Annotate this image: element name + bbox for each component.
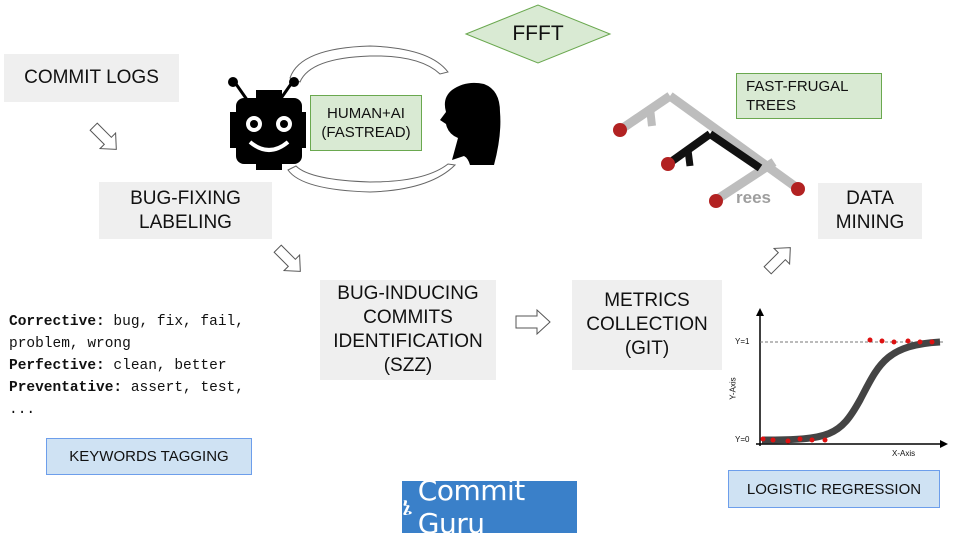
- fast-frugal-trees-logo: [613, 92, 805, 208]
- fast-frugal-trees-box: FAST-FRUGAL TREES: [736, 73, 882, 119]
- arrow-regression-to-mining: [763, 247, 791, 275]
- data-points: [760, 337, 935, 444]
- keyword-line-ellipsis: ...: [9, 402, 36, 418]
- keyword-line-preventative: Preventative: assert, test,: [9, 380, 244, 396]
- data-mining-box: DATA MINING: [818, 183, 922, 239]
- commit-guru-logo: ኔ Commit Guru: [402, 474, 577, 540]
- bug-inducing-szz-box: BUG-INDUCING COMMITS IDENTIFICATION (SZZ…: [320, 280, 496, 380]
- arrow-labeling-to-szz: [273, 244, 301, 272]
- loop-arrow-top: [289, 45, 449, 83]
- sigmoid-curve: [761, 338, 941, 444]
- keyword-line-corrective-cont: problem, wrong: [9, 336, 131, 352]
- loop-arrow-bottom: [287, 163, 457, 193]
- keywords-list: Corrective: bug, fix, fail, problem, wro…: [9, 311, 309, 421]
- ffft-diamond: [464, 4, 612, 64]
- metrics-collection-box: METRICS COLLECTION (GIT): [572, 280, 722, 370]
- bug-fixing-labeling-box: BUG-FIXING LABELING: [99, 182, 272, 239]
- commit-guru-text: Commit Guru: [417, 474, 526, 540]
- logistic-regression-box: LOGISTIC REGRESSION: [728, 470, 940, 508]
- keyword-line-perfective: Perfective: clean, better: [9, 358, 227, 374]
- x-axis-label: X-Axis: [892, 449, 916, 458]
- y1-label: Y=1: [735, 337, 750, 346]
- keywords-tagging-box: KEYWORDS TAGGING: [46, 438, 252, 475]
- trees-logo-text: rees: [736, 188, 771, 207]
- commit-guru-icon: ኔ: [402, 491, 412, 522]
- keyword-line-corrective: Corrective: bug, fix, fail,: [9, 314, 244, 330]
- human-head-icon: [440, 82, 501, 165]
- y0-label: Y=0: [735, 435, 750, 444]
- ffft-label: FFFT: [512, 22, 564, 45]
- human-ai-fastread-box: HUMAN+AI (FASTREAD): [310, 95, 422, 151]
- y-axis-label: Y-Axis: [728, 377, 738, 400]
- logistic-regression-plot: [756, 308, 948, 448]
- arrow-szz-to-metrics: [515, 308, 551, 336]
- arrow-logs-to-labeling: [89, 122, 117, 150]
- commit-logs-box: COMMIT LOGS: [4, 54, 179, 102]
- robot-icon: [228, 77, 306, 170]
